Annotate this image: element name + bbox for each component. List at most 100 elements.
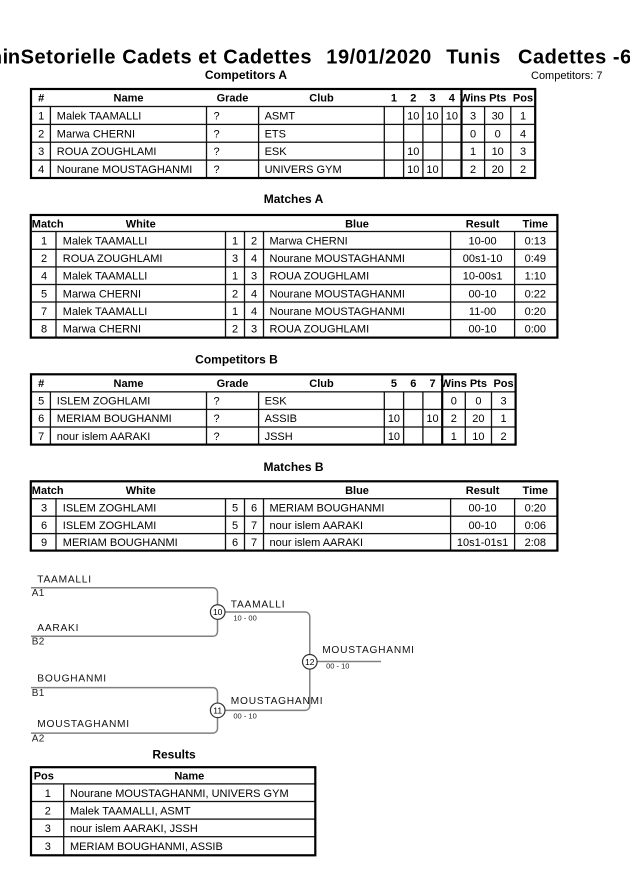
svg-text:A1: A1 bbox=[32, 588, 45, 599]
svg-text:1: 1 bbox=[45, 788, 51, 800]
svg-text:MOUSTAGHANMI: MOUSTAGHANMI bbox=[231, 696, 324, 707]
svg-text:?: ? bbox=[214, 396, 220, 408]
svg-text:3: 3 bbox=[45, 841, 51, 853]
svg-text:ASMT: ASMT bbox=[265, 110, 296, 122]
svg-text:BOUGHANMI: BOUGHANMI bbox=[37, 673, 107, 684]
svg-text:5: 5 bbox=[232, 520, 238, 532]
svg-text:Pos: Pos bbox=[34, 771, 54, 783]
svg-text:Pos: Pos bbox=[513, 92, 533, 104]
svg-text:0:20: 0:20 bbox=[525, 306, 546, 318]
svg-text:Malek TAAMALLI: Malek TAAMALLI bbox=[63, 306, 148, 318]
svg-text:10: 10 bbox=[407, 110, 419, 122]
svg-text:3: 3 bbox=[500, 396, 506, 408]
svg-text:19/01/2020: 19/01/2020 bbox=[326, 46, 432, 68]
svg-text:1: 1 bbox=[232, 271, 238, 283]
svg-text:2: 2 bbox=[410, 92, 416, 104]
svg-text:Result: Result bbox=[466, 218, 500, 230]
svg-text:4: 4 bbox=[38, 164, 44, 176]
svg-text:ESK: ESK bbox=[265, 396, 288, 408]
svg-text:Competitors A: Competitors A bbox=[205, 68, 288, 82]
svg-text:10: 10 bbox=[426, 413, 438, 425]
svg-text:Result: Result bbox=[466, 485, 500, 497]
svg-text:0:22: 0:22 bbox=[525, 288, 546, 300]
svg-text:0:20: 0:20 bbox=[525, 502, 546, 514]
svg-text:2: 2 bbox=[232, 324, 238, 336]
svg-text:UNIVERS GYM: UNIVERS GYM bbox=[265, 164, 342, 176]
svg-text:A2: A2 bbox=[32, 733, 45, 744]
svg-text:ESK: ESK bbox=[265, 146, 288, 158]
svg-text:4: 4 bbox=[520, 128, 526, 140]
svg-text:Pos: Pos bbox=[493, 378, 513, 390]
svg-text:TAAMALLI: TAAMALLI bbox=[231, 599, 285, 610]
svg-text:ISLEM ZOGHLAMI: ISLEM ZOGHLAMI bbox=[63, 502, 157, 514]
svg-text:8: 8 bbox=[41, 324, 47, 336]
svg-text:3: 3 bbox=[232, 253, 238, 265]
svg-text:ROUA ZOUGHLAMI: ROUA ZOUGHLAMI bbox=[270, 324, 370, 336]
svg-text:10: 10 bbox=[426, 110, 438, 122]
svg-text:4: 4 bbox=[251, 288, 257, 300]
svg-text:2: 2 bbox=[232, 288, 238, 300]
svg-text:Matches B: Matches B bbox=[263, 460, 323, 474]
svg-text:TAAMALLI: TAAMALLI bbox=[37, 575, 92, 586]
svg-text:#: # bbox=[38, 92, 44, 104]
svg-text:Malek TAAMALLI: Malek TAAMALLI bbox=[57, 110, 142, 122]
svg-text:5: 5 bbox=[232, 502, 238, 514]
svg-text:Match: Match bbox=[32, 218, 64, 230]
svg-text:nour islem AARAKI: nour islem AARAKI bbox=[57, 431, 151, 443]
svg-text:?: ? bbox=[214, 413, 220, 425]
svg-text:0: 0 bbox=[470, 128, 476, 140]
svg-text:Nourane MOUSTAGHANMI, UNIVERS: Nourane MOUSTAGHANMI, UNIVERS GYM bbox=[70, 788, 289, 800]
svg-text:7: 7 bbox=[251, 537, 257, 549]
svg-text:Name: Name bbox=[114, 92, 144, 104]
svg-text:nour islem AARAKI: nour islem AARAKI bbox=[270, 520, 364, 532]
svg-text:Pts: Pts bbox=[489, 92, 506, 104]
svg-text:ISLEM ZOGHLAMI: ISLEM ZOGHLAMI bbox=[57, 396, 151, 408]
svg-text:?: ? bbox=[214, 164, 220, 176]
svg-text:6: 6 bbox=[410, 378, 416, 390]
svg-text:nSetorielle Cadets et Cadettes: nSetorielle Cadets et Cadettes bbox=[8, 46, 312, 68]
svg-text:Nourane MOUSTAGHANMI: Nourane MOUSTAGHANMI bbox=[270, 288, 406, 300]
svg-text:ETS: ETS bbox=[265, 128, 286, 140]
svg-text:10: 10 bbox=[492, 146, 504, 158]
svg-text:?: ? bbox=[214, 128, 220, 140]
svg-text:10: 10 bbox=[446, 110, 458, 122]
svg-text:Club: Club bbox=[309, 378, 334, 390]
svg-text:00-10: 00-10 bbox=[469, 502, 497, 514]
svg-text:MERIAM BOUGHANMI: MERIAM BOUGHANMI bbox=[270, 502, 385, 514]
svg-text:nour islem AARAKI, JSSH: nour islem AARAKI, JSSH bbox=[70, 823, 198, 835]
svg-text:Tunis: Tunis bbox=[446, 46, 501, 68]
svg-text:3: 3 bbox=[251, 324, 257, 336]
svg-text:3: 3 bbox=[520, 146, 526, 158]
svg-text:2: 2 bbox=[451, 413, 457, 425]
svg-text:Malek TAAMALLI, ASMT: Malek TAAMALLI, ASMT bbox=[70, 805, 191, 817]
svg-text:Marwa CHERNI: Marwa CHERNI bbox=[63, 324, 141, 336]
svg-text:Blue: Blue bbox=[345, 485, 369, 497]
svg-text:00-10: 00-10 bbox=[469, 324, 497, 336]
svg-text:1: 1 bbox=[38, 110, 44, 122]
svg-text:10: 10 bbox=[388, 413, 400, 425]
svg-text:Time: Time bbox=[523, 218, 548, 230]
svg-text:00-10: 00-10 bbox=[469, 520, 497, 532]
svg-text:Results: Results bbox=[152, 748, 196, 762]
svg-text:MERIAM BOUGHANMI: MERIAM BOUGHANMI bbox=[57, 413, 172, 425]
svg-text:00-10: 00-10 bbox=[469, 288, 497, 300]
svg-text:00 - 10: 00 - 10 bbox=[233, 712, 256, 721]
svg-text:Pts: Pts bbox=[470, 378, 487, 390]
svg-text:2:08: 2:08 bbox=[525, 537, 546, 549]
svg-text:3: 3 bbox=[45, 823, 51, 835]
svg-text:1: 1 bbox=[470, 146, 476, 158]
svg-text:20: 20 bbox=[472, 413, 484, 425]
svg-text:6: 6 bbox=[38, 413, 44, 425]
svg-text:9: 9 bbox=[41, 537, 47, 549]
svg-text:Grade: Grade bbox=[217, 92, 249, 104]
svg-text:0: 0 bbox=[475, 396, 481, 408]
svg-text:?: ? bbox=[214, 146, 220, 158]
svg-text:0:49: 0:49 bbox=[525, 253, 546, 265]
svg-text:1: 1 bbox=[500, 413, 506, 425]
svg-text:Nourane MOUSTAGHANMI: Nourane MOUSTAGHANMI bbox=[270, 306, 406, 318]
svg-text:11: 11 bbox=[213, 705, 222, 715]
svg-text:12: 12 bbox=[305, 657, 315, 667]
svg-text:AARAKI: AARAKI bbox=[37, 623, 79, 634]
svg-text:ROUA ZOUGHLAMI: ROUA ZOUGHLAMI bbox=[57, 146, 157, 158]
svg-text:10 - 00: 10 - 00 bbox=[233, 613, 256, 622]
